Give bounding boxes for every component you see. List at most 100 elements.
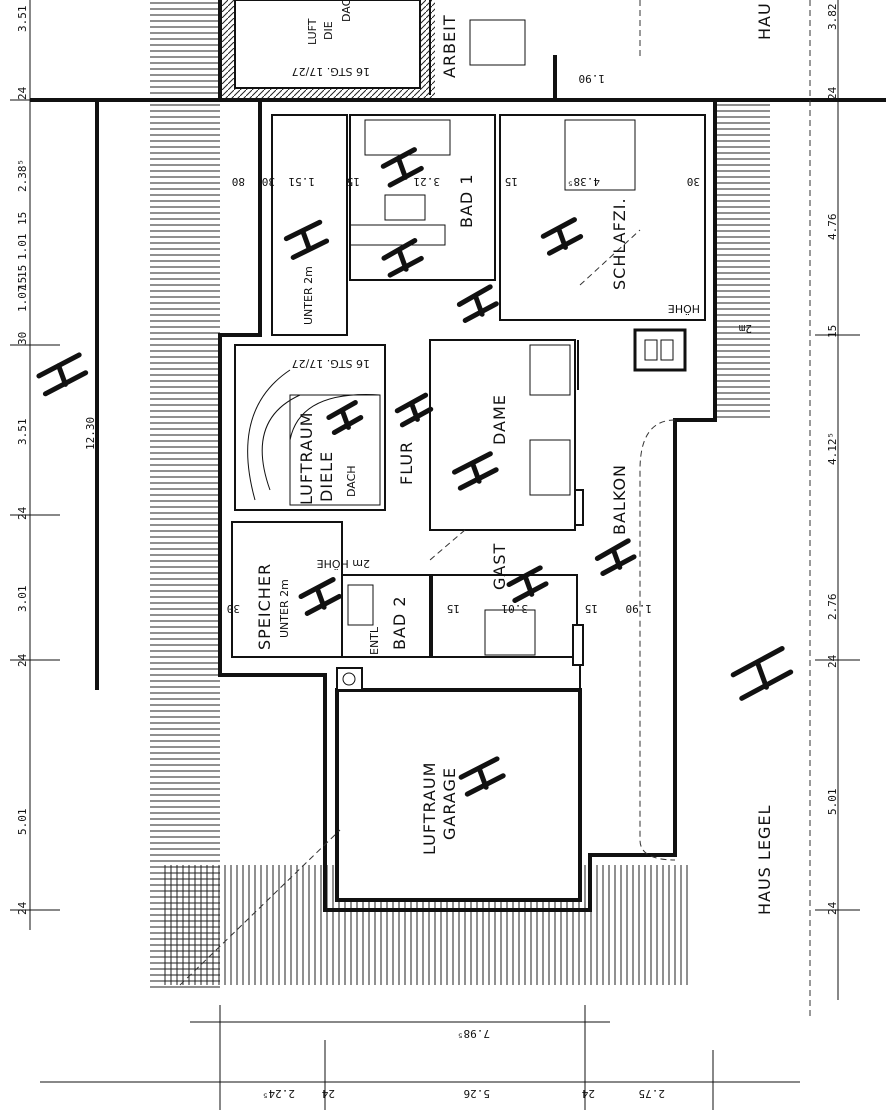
dims-bottom: 7.98⁵ 2.24⁵ 24 5.26 24 2.75	[262, 1027, 665, 1100]
dame-wardrobe	[529, 344, 571, 396]
label-diele: DIELE	[317, 451, 336, 502]
luftraum-garage	[335, 688, 582, 902]
label-luft-top: LUFT	[306, 18, 319, 45]
roof-diag-2	[429, 529, 466, 561]
sink-1	[384, 194, 426, 221]
bad2-shower	[347, 584, 374, 626]
label-hoehe-2m: 2m HÖHE	[317, 557, 370, 570]
dim-inner-4: 15	[347, 175, 360, 188]
dim-left-7: 15	[16, 277, 29, 290]
dim-inner-7: 4.38⁵	[567, 175, 600, 188]
label-gast: GAST	[490, 543, 509, 590]
bad1-room	[349, 114, 496, 281]
dims-inner: 1.90 80 30 1.51 15 3.21 15 4.38⁵ 30 15 1…	[227, 72, 752, 615]
label-stairs-mid: 16 STG. 17/27	[292, 357, 370, 370]
dims-right: 3.82 24 4.76 15 4.12⁵ 2.76 24 5.01 24	[826, 4, 839, 916]
dim-bottom-total: 7.98⁵	[457, 1027, 490, 1040]
outer-wall	[218, 100, 717, 912]
dim-inner-8: 30	[687, 175, 700, 188]
garage-chimney-hole	[342, 672, 356, 686]
dim-left-9: 3.51	[16, 419, 29, 446]
unter-room	[271, 114, 348, 336]
luftraum-void	[289, 394, 381, 506]
dim-left-0: 3.51	[16, 6, 29, 33]
dim-left-3: 15	[16, 212, 29, 225]
dim-left-12: 24	[16, 653, 29, 667]
dim-bottom-1: 24	[321, 1087, 335, 1100]
beam-marks	[36, 147, 794, 797]
label-arbeit: ARBEIT	[440, 14, 459, 78]
gast-column	[572, 624, 584, 666]
roof-diag-1	[179, 829, 341, 986]
label-bad1: BAD 1	[457, 173, 476, 228]
label-die-top: DIE	[322, 21, 335, 40]
label-speicher: SPEICHER	[255, 563, 274, 650]
label-dach-top: DACH	[340, 0, 353, 22]
dim-left-11: 3.01	[16, 586, 29, 613]
label-dach: DACH	[345, 465, 358, 497]
dame-table	[529, 439, 571, 496]
dim-right-2: 4.76	[826, 214, 839, 241]
dim-bottom-4: 2.75	[639, 1087, 666, 1100]
chimney	[633, 328, 687, 372]
dim-left-1: 24	[16, 86, 29, 100]
haus-boundary	[639, 419, 676, 861]
label-flur: FLUR	[397, 441, 416, 485]
dim-right-8: 24	[826, 901, 839, 915]
roof-diag-3	[579, 229, 641, 286]
dim-bottom-0: 2.24⁵	[262, 1087, 295, 1100]
label-entl: ENTL	[368, 626, 381, 655]
dim-right-3: 15	[826, 325, 839, 338]
dim-left-2: 2.38⁵	[16, 159, 29, 192]
dim-bottom-2: 5.26	[464, 1087, 491, 1100]
dims-left: 3.51 24 2.38⁵ 15 1.01 15 1.07 15 30 3.51…	[16, 6, 97, 916]
dim-inner-10: 1.90	[626, 602, 653, 615]
dim-right-1: 24	[826, 86, 839, 100]
dim-left-13: 5.01	[16, 809, 29, 836]
label-stairs-top: 16 STG. 17/27	[292, 65, 370, 78]
chimney-inner-b	[660, 339, 674, 361]
label-luftraum-diele: LUFTRAUM	[297, 412, 316, 505]
dim-bottom-3: 24	[581, 1087, 595, 1100]
label-garage: GARAGE	[440, 767, 459, 840]
dim-left-4: 1.01	[16, 234, 29, 261]
dim-inner-9: 15	[447, 602, 460, 615]
gast-room	[431, 574, 578, 658]
label-haus-legel: HAUS LEGEL	[755, 805, 774, 915]
bad2-room	[341, 574, 431, 658]
dim-left-5: 15	[16, 265, 29, 278]
label-hau: HAU	[755, 2, 774, 40]
dim-right-7: 5.01	[826, 789, 839, 816]
roof-hatch-left	[150, 100, 220, 990]
bed-schlafzi	[564, 119, 636, 191]
dim-left-8: 30	[16, 332, 29, 345]
toilet-1	[349, 224, 446, 246]
dim-inner-13: 15	[585, 602, 598, 615]
dim-total-left: 12.30	[84, 417, 97, 450]
dim-right-0: 3.82	[826, 4, 839, 31]
dim-right-6: 24	[826, 654, 839, 668]
balkon-post	[574, 489, 584, 526]
label-unter-2m: UNTER 2m	[302, 266, 315, 325]
dim-right-5: 2.76	[826, 594, 839, 621]
label-balkon: BALKON	[610, 464, 629, 535]
chimney-inner-a	[644, 339, 658, 361]
stair-well-top	[234, 0, 421, 89]
schlafzi-room	[499, 114, 706, 321]
label-hoehe-top: HÖHE	[668, 302, 700, 315]
dim-inner-6: 15	[505, 175, 518, 188]
dim-left-6: 1.07	[16, 286, 29, 313]
roof-hatch-right	[715, 100, 770, 420]
roof-hatch-top-left	[150, 0, 220, 100]
bathtub-1	[364, 119, 451, 156]
dim-inner-12: 3.01	[502, 602, 529, 615]
dim-left-10: 24	[16, 506, 29, 520]
dim-inner-1: 80	[232, 175, 245, 188]
arbeit-desk	[469, 19, 526, 66]
dim-inner-5: 3.21	[414, 175, 441, 188]
garage-chimney	[336, 667, 363, 691]
label-luftraum-garage: LUFTRAUM	[420, 762, 439, 855]
dim-inner-3: 1.51	[289, 175, 316, 188]
dim-inner-11: 30	[227, 602, 240, 615]
